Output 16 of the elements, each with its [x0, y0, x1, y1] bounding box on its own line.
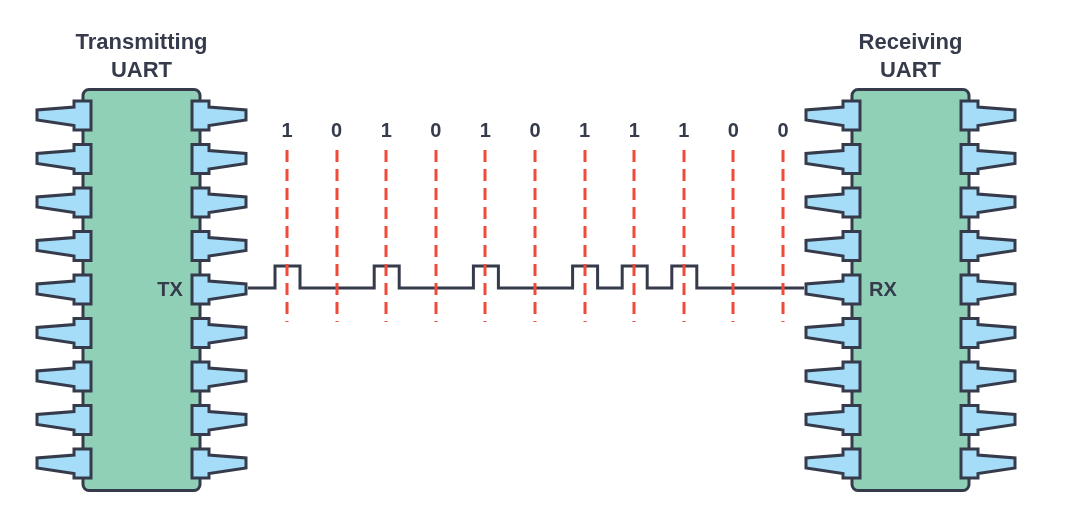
bit-value: 1 — [678, 118, 690, 142]
chip-title: Transmitting UART — [75, 28, 208, 84]
pin-label: TX — [157, 277, 183, 301]
pin-label: RX — [869, 277, 897, 301]
bit-value: 0 — [430, 118, 442, 142]
bit-value: 1 — [380, 118, 392, 142]
bit-value: 0 — [777, 118, 789, 142]
chip-title: Receiving UART — [858, 28, 963, 84]
bit-value: 0 — [529, 118, 541, 142]
bit-value: 1 — [281, 118, 293, 142]
bit-value: 1 — [479, 118, 491, 142]
signal-waveform — [248, 264, 804, 290]
bit-value: 1 — [579, 118, 591, 142]
bit-value: 0 — [727, 118, 739, 142]
bit-value: 0 — [331, 118, 343, 142]
bit-value: 1 — [628, 118, 640, 142]
